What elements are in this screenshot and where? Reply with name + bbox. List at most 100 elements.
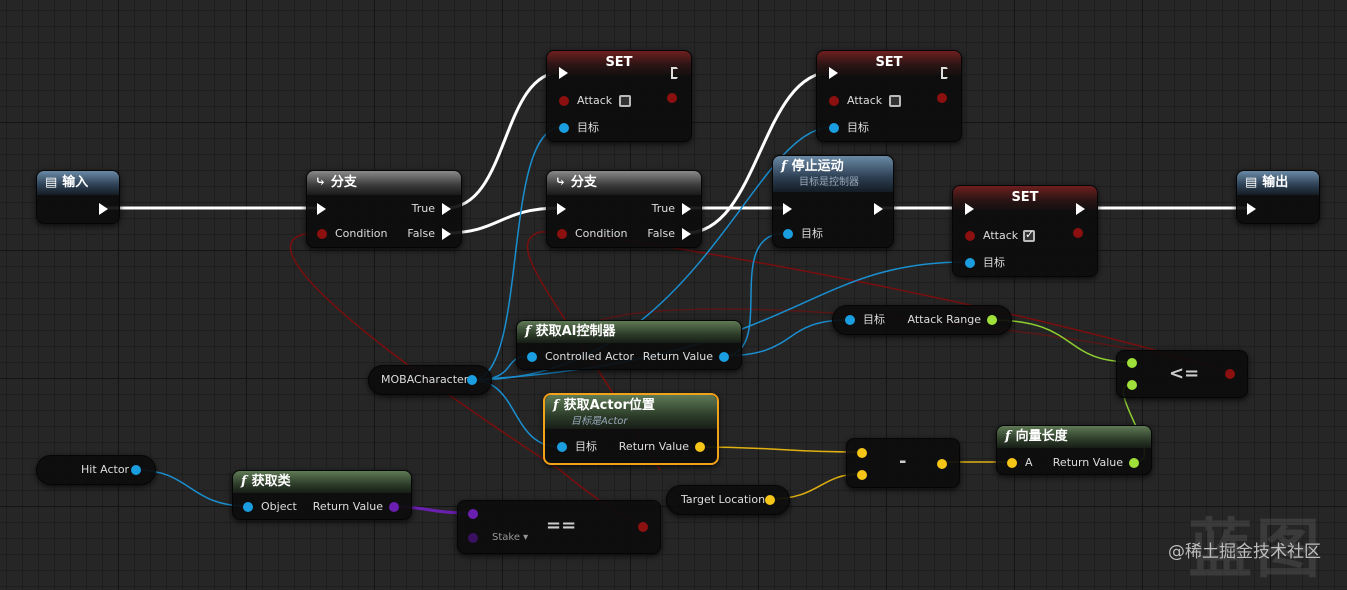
get-class-object-label: Object <box>261 500 297 513</box>
attack-range-out-pin[interactable] <box>987 315 997 325</box>
output-icon: ▤ <box>1245 175 1258 190</box>
set3-target-label: 目标 <box>983 256 1005 269</box>
set1-target-pin[interactable] <box>559 123 569 133</box>
ai-controller-return-label: Return Value <box>642 350 713 363</box>
attack-range-target-pin[interactable] <box>845 315 855 325</box>
branch1-exec-in-pin[interactable] <box>317 203 326 215</box>
stop-exec-out-pin[interactable] <box>874 203 883 215</box>
equal-out-pin[interactable] <box>638 522 648 532</box>
set1-attack-label: Attack <box>577 94 613 107</box>
branch2-true-label: True <box>651 202 675 215</box>
target-location-node[interactable]: Target Location <box>666 485 790 515</box>
branch1-condition-pin[interactable] <box>317 229 327 239</box>
set2-target-pin[interactable] <box>829 123 839 133</box>
subtract-node[interactable]: - <box>846 438 960 488</box>
set2-exec-in-pin[interactable] <box>829 67 838 79</box>
moba-character-label: MOBACharacter <box>381 373 469 386</box>
vector-length-return-pin[interactable] <box>1129 458 1139 468</box>
set3-target-pin[interactable] <box>965 258 975 268</box>
equal-class-in-pin[interactable] <box>468 509 478 519</box>
set1-exec-in-pin[interactable] <box>559 67 568 79</box>
vector-length-a-label: A <box>1025 456 1033 469</box>
branch1-false-pin[interactable] <box>442 228 451 240</box>
equal-enum-dropdown[interactable]: Stake ▾ <box>492 532 529 543</box>
set-attack-node-3[interactable]: SET Attack 目标 <box>952 185 1098 277</box>
actor-location-target-pin[interactable] <box>557 442 567 452</box>
watermark-text: @稀土掘金技术社区 <box>1168 542 1321 562</box>
branch2-condition-pin[interactable] <box>557 229 567 239</box>
set3-exec-in-pin[interactable] <box>965 203 974 215</box>
hit-actor-out-pin[interactable] <box>131 465 141 475</box>
subtract-out-pin[interactable] <box>937 459 947 469</box>
input-node[interactable]: ▤输入 <box>36 170 120 224</box>
set2-exec-out-pin[interactable] <box>941 67 951 79</box>
moba-character-out-pin[interactable] <box>467 375 477 385</box>
function-icon: f <box>781 159 787 174</box>
get-class-return-pin[interactable] <box>389 502 399 512</box>
stop-target-pin[interactable] <box>783 229 793 239</box>
set2-attack-pin[interactable] <box>829 96 839 106</box>
set3-exec-out-pin[interactable] <box>1076 203 1085 215</box>
output-node[interactable]: ▤输出 <box>1236 170 1320 224</box>
ai-controller-return-pin[interactable] <box>719 352 729 362</box>
get-class-object-pin[interactable] <box>243 502 253 512</box>
set2-attack-checkbox[interactable] <box>889 95 901 107</box>
subtract-b-pin[interactable] <box>857 470 867 480</box>
stop-exec-in-pin[interactable] <box>783 203 792 215</box>
watermark-logo: 蓝图 <box>1188 513 1324 587</box>
actor-location-return-pin[interactable] <box>695 442 705 452</box>
set2-attack-out-pin[interactable] <box>937 93 947 103</box>
branch-icon: ⤷ <box>315 175 326 190</box>
branch2-exec-in-pin[interactable] <box>557 203 566 215</box>
subtract-a-pin[interactable] <box>857 448 867 458</box>
set1-attack-checkbox[interactable] <box>619 95 631 107</box>
equal-operator: == <box>546 515 577 536</box>
target-location-out-pin[interactable] <box>765 495 775 505</box>
set3-attack-checkbox[interactable] <box>1023 228 1035 242</box>
less-equal-node[interactable]: <= <box>1116 350 1248 398</box>
attack-range-getter[interactable]: 目标 Attack Range <box>832 305 1012 335</box>
input-icon: ▤ <box>45 175 58 190</box>
subtract-operator: - <box>899 451 907 472</box>
actor-location-target-label: 目标 <box>575 440 597 453</box>
set1-attack-out-pin[interactable] <box>667 93 677 103</box>
set-attack-node-1[interactable]: SET Attack 目标 <box>546 50 692 142</box>
set2-attack-label: Attack <box>847 94 883 107</box>
attack-range-label: Attack Range <box>907 313 981 326</box>
branch1-true-label: True <box>411 202 435 215</box>
branch-node-2[interactable]: ⤷分支 True Condition False <box>546 170 702 248</box>
less-equal-b-pin[interactable] <box>1127 380 1137 390</box>
actor-location-return-label: Return Value <box>618 440 689 453</box>
set1-exec-out-pin[interactable] <box>671 67 681 79</box>
function-icon: f <box>1005 429 1011 444</box>
set1-attack-pin[interactable] <box>559 96 569 106</box>
equal-node[interactable]: Stake ▾ == <box>457 500 661 554</box>
set3-attack-label: Attack <box>983 229 1019 242</box>
branch2-false-pin[interactable] <box>682 228 691 240</box>
branch1-true-pin[interactable] <box>442 203 451 215</box>
set3-attack-out-pin[interactable] <box>1073 228 1083 238</box>
set-attack-node-2[interactable]: SET Attack 目标 <box>816 50 962 142</box>
branch2-false-label: False <box>647 227 675 240</box>
less-equal-a-pin[interactable] <box>1127 358 1137 368</box>
equal-enum-in-pin[interactable] <box>468 533 478 543</box>
set2-target-label: 目标 <box>847 121 869 134</box>
set3-attack-pin[interactable] <box>965 231 975 241</box>
vector-length-a-pin[interactable] <box>1007 458 1017 468</box>
branch-node-1[interactable]: ⤷分支 True Condition False <box>306 170 462 248</box>
controlled-actor-pin[interactable] <box>527 352 537 362</box>
branch2-true-pin[interactable] <box>682 203 691 215</box>
moba-character-node[interactable]: MOBACharacter <box>368 365 492 395</box>
less-equal-out-pin[interactable] <box>1225 369 1235 379</box>
branch-icon: ⤷ <box>555 175 566 190</box>
branch1-false-label: False <box>407 227 435 240</box>
hit-actor-node[interactable]: Hit Actor <box>36 455 156 485</box>
target-location-label: Target Location <box>681 493 766 506</box>
output-exec-in-pin[interactable] <box>1247 203 1256 215</box>
input-exec-out-pin[interactable] <box>99 203 108 215</box>
